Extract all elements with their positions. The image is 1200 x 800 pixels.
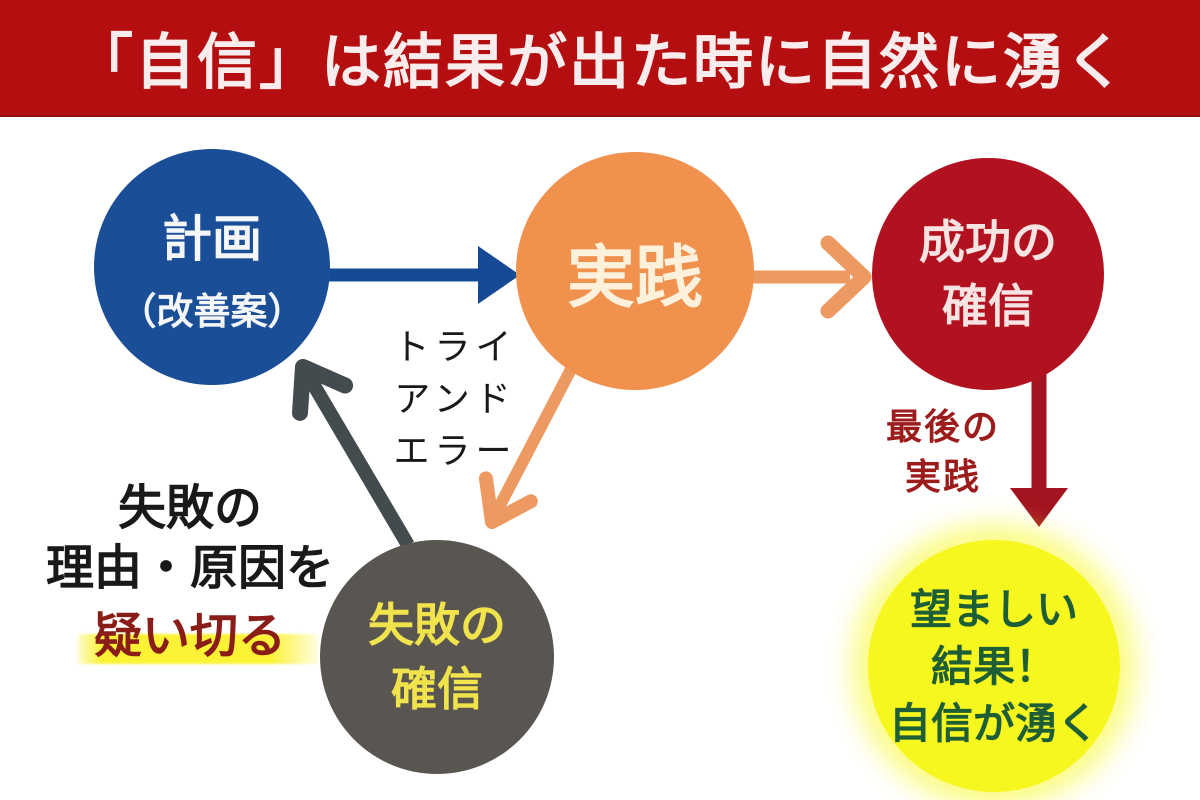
arrow-practice-to-success-icon [752, 235, 872, 319]
node-failure-label-line1: 失敗の [368, 598, 506, 652]
yellow-highlight [78, 634, 318, 664]
label-failure-reason-line1: 失敗の [117, 480, 262, 536]
label-try-and-error-line3: エラー [393, 431, 517, 472]
node-success-label-line1: 成功の [919, 215, 1057, 269]
node-result-label-line2: 結果！ [930, 641, 1057, 691]
node-practice-label: 実践 [566, 237, 703, 318]
label-try-and-error: トライ アンド エラー [365, 322, 545, 478]
node-practice: 実践 [516, 152, 754, 390]
node-plan-label: 計画 [162, 209, 262, 268]
node-plan-sublabel: （改善案） [119, 289, 305, 333]
arrow-plan-to-practice-icon [328, 246, 520, 304]
node-result-label-line3: 自信が湧く [888, 698, 1099, 748]
label-final-practice-line2: 実践 [904, 456, 981, 498]
node-plan: 計画 （改善案） [94, 149, 330, 385]
label-try-and-error-line2: アンド [394, 379, 516, 420]
node-desired-result: 望ましい 結果！ 自信が湧く [868, 540, 1120, 792]
label-failure-reason-emphasis-text: 疑い切る [93, 608, 286, 664]
label-failure-reason-emphasis: 疑い切る [30, 606, 350, 666]
label-failure-reason: 失敗の 理由・原因を 疑い切る [30, 478, 350, 666]
label-failure-reason-line2: 理由・原因を [45, 540, 334, 596]
title-banner: 「自信」は結果が出た時に自然に湧く [0, 0, 1200, 117]
label-final-practice: 最後の 実践 [858, 402, 1028, 502]
page-title: 「自信」は結果が出た時に自然に湧く [73, 28, 1127, 98]
node-result-label-line1: 望ましい [909, 584, 1078, 634]
node-failure-conviction: 失敗の 確信 [320, 540, 554, 774]
node-failure-label-line2: 確信 [391, 662, 483, 716]
node-success-conviction: 成功の 確信 [872, 158, 1104, 390]
label-try-and-error-line1: トライ [393, 327, 517, 368]
label-final-practice-line1: 最後の [885, 406, 1000, 448]
node-success-label-line2: 確信 [942, 279, 1034, 333]
